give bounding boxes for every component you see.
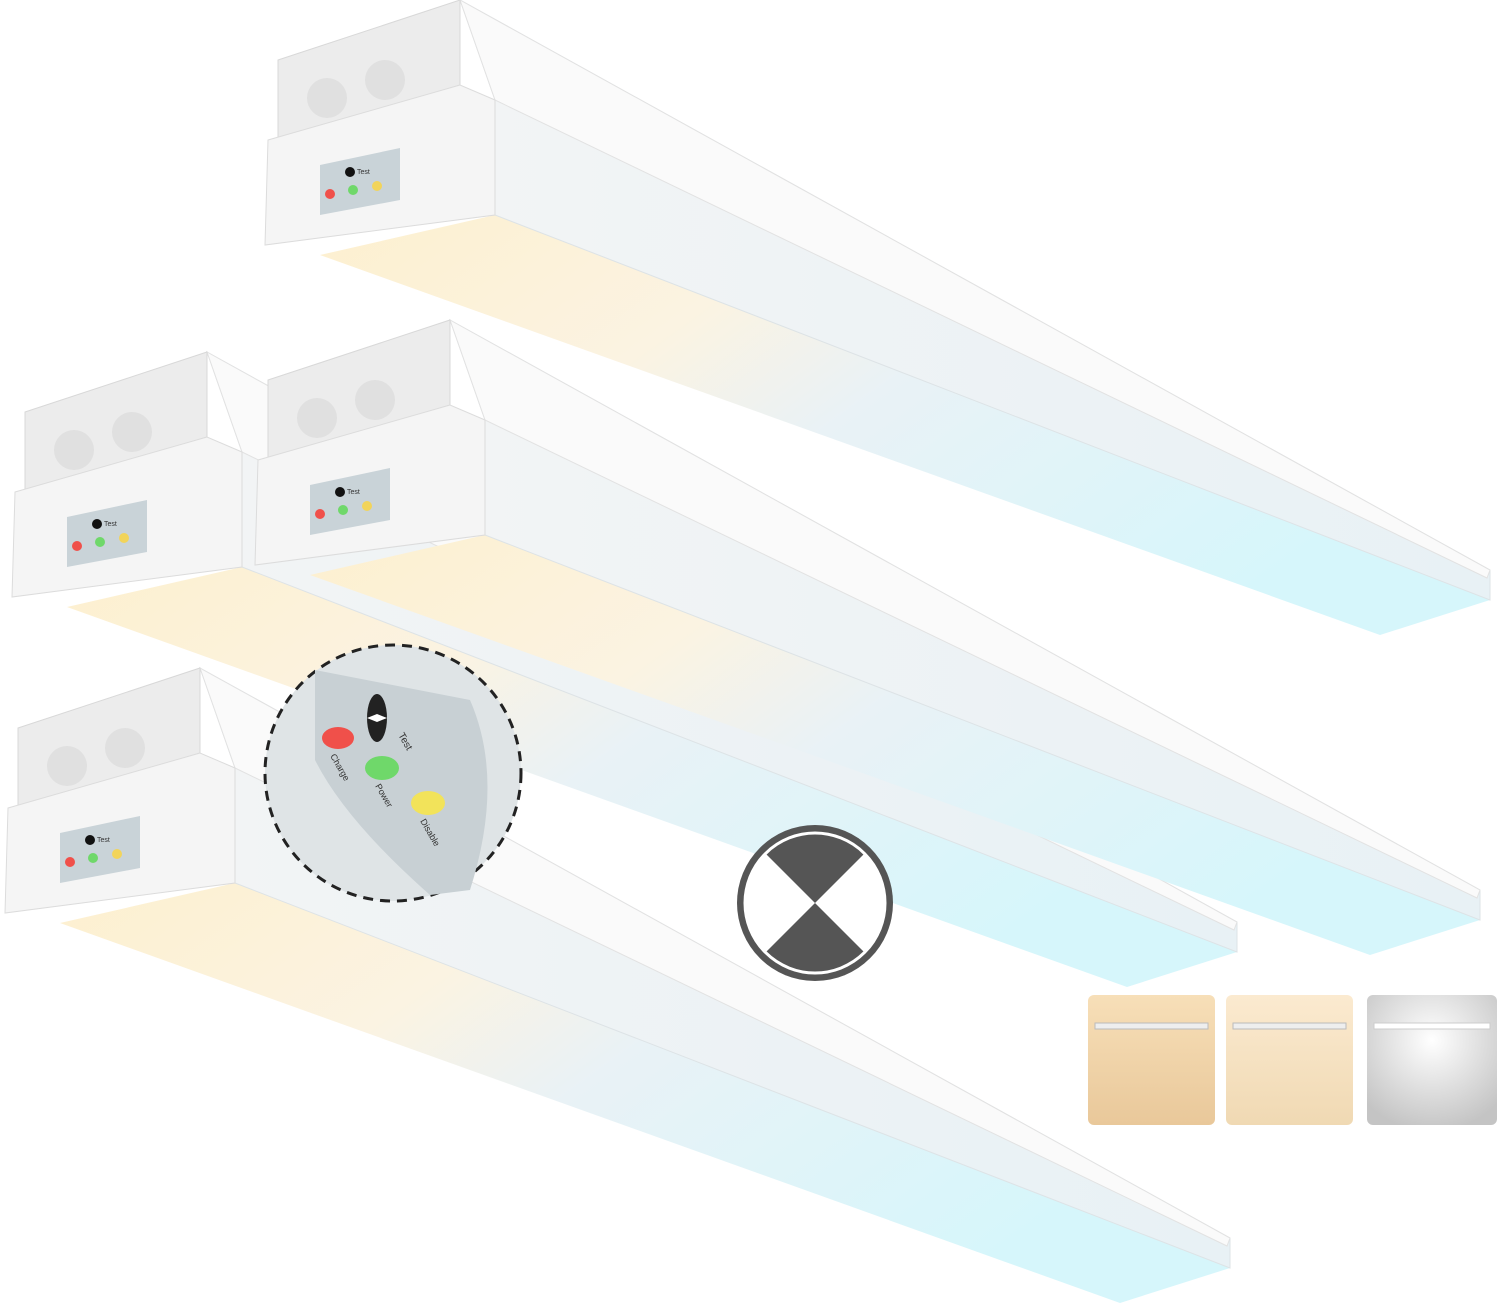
test-icon-large xyxy=(737,825,893,981)
indicator-led xyxy=(65,857,75,867)
swatch-warm xyxy=(1088,995,1215,1125)
indicator-led xyxy=(88,853,98,863)
swatch-neutral xyxy=(1226,995,1353,1125)
indicator-panel xyxy=(67,500,147,567)
zoom-callout: Test Charge Power Disable xyxy=(263,643,523,903)
indicator-led xyxy=(112,849,122,859)
indicator-led xyxy=(119,533,129,543)
indicator-led xyxy=(325,189,335,199)
indicator-panel xyxy=(320,148,400,215)
charge-led xyxy=(322,727,354,749)
test-button-icon xyxy=(92,519,102,529)
indicator-panel xyxy=(310,468,390,535)
test-button-icon xyxy=(367,694,387,742)
disable-led xyxy=(411,791,445,815)
swatch-cool xyxy=(1367,995,1497,1125)
color-temperature-swatches xyxy=(1088,995,1497,1125)
indicator-led xyxy=(362,501,372,511)
test-label: Test xyxy=(347,489,360,496)
indicator-led xyxy=(315,509,325,519)
test-label: Test xyxy=(104,521,117,528)
indicator-led xyxy=(372,181,382,191)
indicator-led xyxy=(338,505,348,515)
test-label: Test xyxy=(97,837,110,844)
test-label: Test xyxy=(357,169,370,176)
indicator-led xyxy=(348,185,358,195)
test-button-icon xyxy=(345,167,355,177)
light-fixture: Test xyxy=(264,0,1491,635)
indicator-led xyxy=(95,537,105,547)
indicator-panel xyxy=(60,816,140,883)
indicator-led xyxy=(72,541,82,551)
light-fixture: Test xyxy=(254,318,1481,955)
power-led xyxy=(365,756,399,780)
test-button-icon xyxy=(335,487,345,497)
test-button-icon xyxy=(85,835,95,845)
label-panel-closeup xyxy=(315,670,488,895)
